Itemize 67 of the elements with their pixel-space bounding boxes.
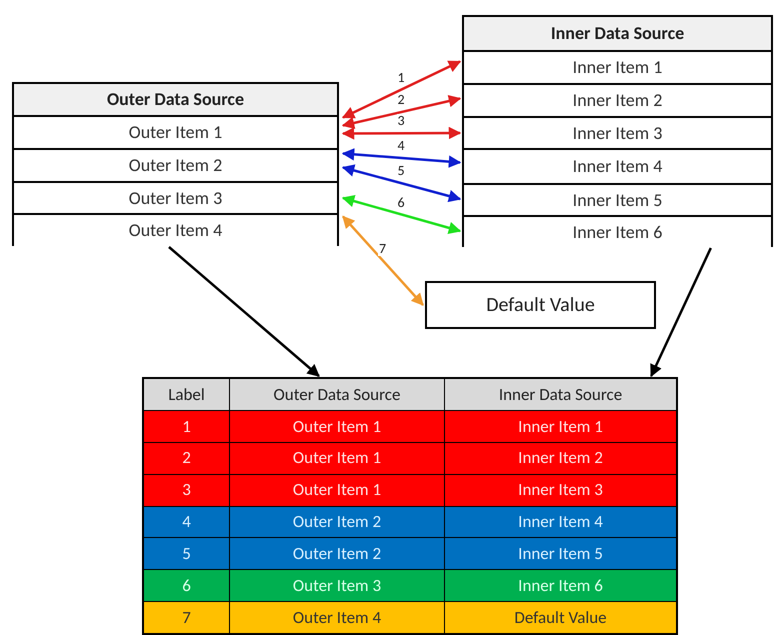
table-cell: 1 [144,410,229,442]
table-cell: 4 [144,506,229,538]
table-heading: Inner Data Source [550,21,686,46]
data-source-table [462,15,773,247]
item-row [14,181,337,213]
data-source-table [12,82,339,246]
table-cell: Outer Item 1 [230,410,444,442]
table-cell: Outer Item 4 [230,602,444,633]
table-cell: Outer Item 2 [230,506,444,538]
item-row [464,116,771,148]
table-cell: 3 [144,474,229,506]
item-row [14,213,337,246]
item-label: Inner Item 2 [572,88,662,113]
edge-label: 3 [396,114,406,128]
table-cell: Inner Item 2 [445,442,676,474]
table-cell: Outer Item 1 [230,442,444,474]
table-cell: Outer Item 3 [230,570,444,602]
arrow [342,164,462,202]
item-label: Inner Item 4 [572,154,662,179]
edge-label: 4 [396,139,406,153]
edge-label: 1 [396,70,406,84]
arrow [168,246,320,377]
table-cell: 5 [144,538,229,570]
table-cell: 7 [144,602,229,633]
table-cell: Outer Data Source [230,379,444,410]
table-cell: Default Value [445,602,676,633]
arrow [342,126,462,140]
edge-label: 6 [396,196,406,210]
edge-label: 7 [378,242,388,256]
item-label: Default Value [486,292,595,319]
table-cell: Outer Item 1 [230,474,444,506]
arrow [342,195,462,234]
item-label: Inner Item 5 [572,188,662,212]
value-box [425,281,656,329]
item-row [464,148,771,183]
arrow [342,60,462,119]
item-row [464,50,771,83]
table-cell: Inner Item 5 [445,538,676,570]
item-row [14,115,337,148]
item-label: Outer Item 4 [128,218,222,243]
item-label: Outer Item 2 [128,153,222,178]
table-cell: 2 [144,442,229,474]
edge-label: 2 [396,93,406,107]
item-label: Outer Item 1 [128,120,222,145]
arrow [650,247,712,378]
arrow [342,216,424,306]
table-cell: Inner Item 1 [445,410,676,442]
table-cell: Label [144,379,229,410]
item-label: Outer Item 3 [128,186,222,210]
item-label: Inner Item 6 [572,220,662,244]
mapping-table [142,377,678,635]
item-row [464,215,771,247]
item-row [14,148,337,181]
arrow [342,94,462,130]
edge-label: 5 [396,164,406,178]
table-cell: 6 [144,570,229,602]
item-label: Inner Item 3 [572,120,662,146]
table-cell: Inner Item 4 [445,506,676,538]
table-cell: Inner Item 6 [445,570,676,602]
table-cell: Outer Item 2 [230,538,444,570]
item-label: Inner Item 1 [572,55,662,80]
arrow [342,148,462,168]
table-heading: Outer Data Source [106,87,246,112]
item-row [464,183,771,215]
table-cell: Inner Data Source [445,379,676,410]
item-row [464,83,771,116]
table-cell: Inner Item 3 [445,474,676,506]
